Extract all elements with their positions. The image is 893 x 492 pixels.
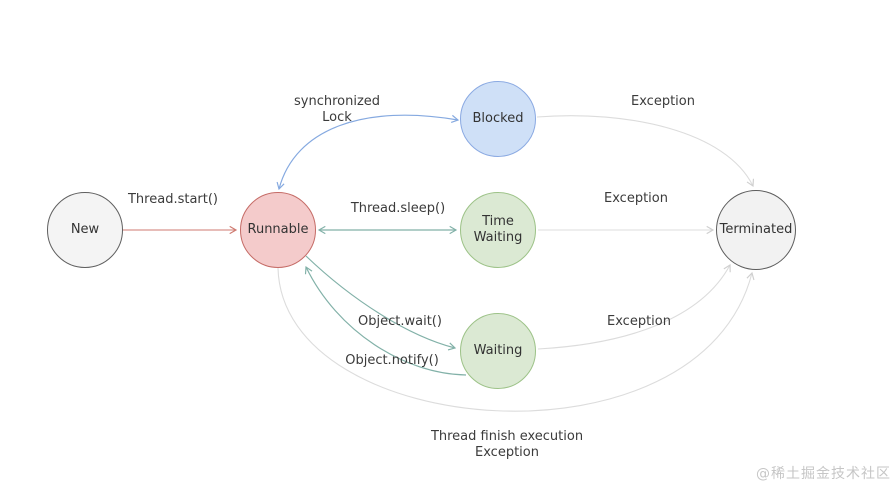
edge-label-thread-sleep: Thread.sleep() [350,201,446,216]
watermark: @稀土掘金技术社区 [756,466,891,482]
edge-synchronized-lock-arrow [276,114,460,191]
edge-waiting-exception-arrow [537,263,731,350]
edge-label-thread-start: Thread.start() [127,192,219,207]
state-node-runnable: Runnable [240,192,316,268]
edge-label-thread-finish: Thread finish execution Exception [430,429,584,460]
edge-label-object-wait: Object.wait() [358,314,442,329]
edge-label-exception-time-waiting: Exception [604,191,668,206]
edge-object-wait-arrow [305,255,457,351]
edge-object-notify-arrow [304,265,467,376]
edge-label-object-notify: Object.notify() [345,353,439,368]
state-node-waiting: Waiting [460,313,536,389]
state-node-terminated: Terminated [716,190,796,270]
edge-label-synchronized-lock: synchronized Lock [293,94,381,125]
state-node-time-waiting: Time Waiting [460,192,536,268]
state-node-blocked: Blocked [460,81,536,157]
state-node-new: New [47,192,123,268]
edge-label-exception-waiting: Exception [607,314,671,329]
edge-label-exception-blocked: Exception [631,94,695,109]
edge-blocked-exception-arrow [536,115,755,188]
edge-thread-finish-arrow [277,267,755,412]
